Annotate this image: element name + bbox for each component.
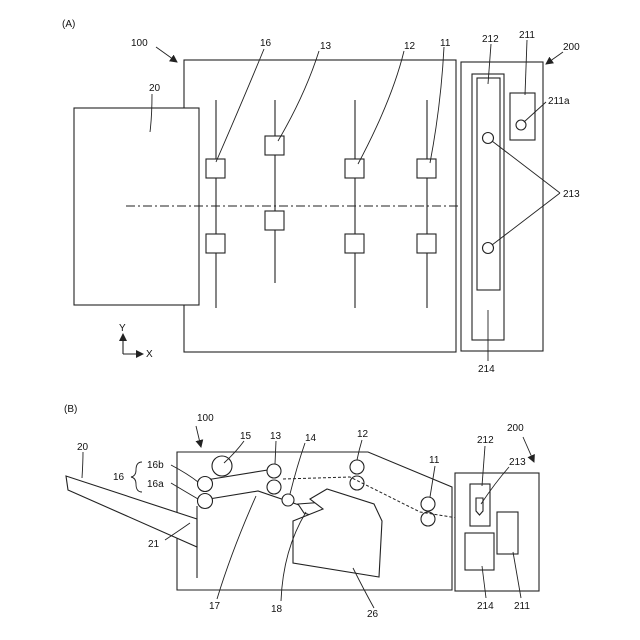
roller-11-lower [417,234,436,253]
label-100-a: 100 [131,38,148,49]
roller-13-lower [267,480,281,494]
leader-12-b [357,440,362,460]
roller-14 [282,494,294,506]
label-20-b: 20 [77,442,89,453]
roller-16-lower [206,234,225,253]
axis-y-label: Y [119,323,126,334]
label-16-a: 16 [260,38,272,49]
roller-16-upper [206,159,225,178]
label-211a-a: 211a [548,96,570,107]
panel-b-label: (B) [64,404,77,415]
leader-11-b [430,466,435,497]
label-18-b: 18 [271,604,283,615]
part-213-upper [483,133,494,144]
label-213-b: 213 [509,457,526,468]
part-213 [476,498,483,515]
panel-a-label: (A) [62,19,75,30]
leader-20-b [82,452,83,478]
leader-17-b [217,496,256,599]
roller-13-upper [265,136,284,155]
panel-b: (B) [64,404,539,620]
label-15-b: 15 [240,431,252,442]
leader-14-b [290,443,305,494]
label-20-a: 20 [149,83,161,94]
roller-12-upper [350,460,364,474]
leader-16b-b [171,465,198,482]
part-212-plate [477,78,500,290]
label-26-b: 26 [367,609,379,620]
label-211-a: 211 [519,30,535,41]
label-213-a: 213 [563,189,580,200]
roller-16a [198,494,213,509]
panel-a: (A) Y X [62,19,580,375]
leader-100-b [196,426,201,447]
label-17-b: 17 [209,601,221,612]
label-214-a: 214 [478,364,495,375]
label-12-a: 12 [404,41,416,52]
roller-11-upper [421,497,435,511]
axis-x-label: X [146,349,153,360]
label-214-b: 214 [477,601,494,612]
label-100-b: 100 [197,413,214,424]
label-212-a: 212 [482,34,499,45]
label-16-b: 16 [113,472,125,483]
label-13-b: 13 [270,431,282,442]
leader-200-a [546,52,563,64]
roller-15 [212,456,232,476]
roller-13-lower [265,211,284,230]
label-11-a: 11 [440,38,451,49]
roller-12-upper [345,159,364,178]
leader-13-b [275,441,276,464]
roller-13-upper [267,464,281,478]
label-211-b: 211 [514,601,530,612]
part-214 [465,533,494,570]
part-213-lower [483,243,494,254]
label-11-b: 11 [429,455,440,466]
label-21-b: 21 [148,539,160,550]
label-16a-b: 16a [147,479,164,490]
leader-16a-b [171,483,198,499]
brace-16 [131,462,142,492]
label-212-b: 212 [477,435,494,446]
label-200-b: 200 [507,423,524,434]
label-14-b: 14 [305,433,317,444]
roller-11-upper [417,159,436,178]
leader-100-a [156,47,177,62]
label-12-b: 12 [357,429,369,440]
roller-12-lower [345,234,364,253]
part-211 [510,93,535,140]
label-200-a: 200 [563,42,580,53]
roller-16b [198,477,213,492]
part-211 [497,512,518,554]
part-26 [293,489,382,577]
label-16b-b: 16b [147,460,164,471]
roller-11-lower [421,512,435,526]
label-13-a: 13 [320,41,332,52]
